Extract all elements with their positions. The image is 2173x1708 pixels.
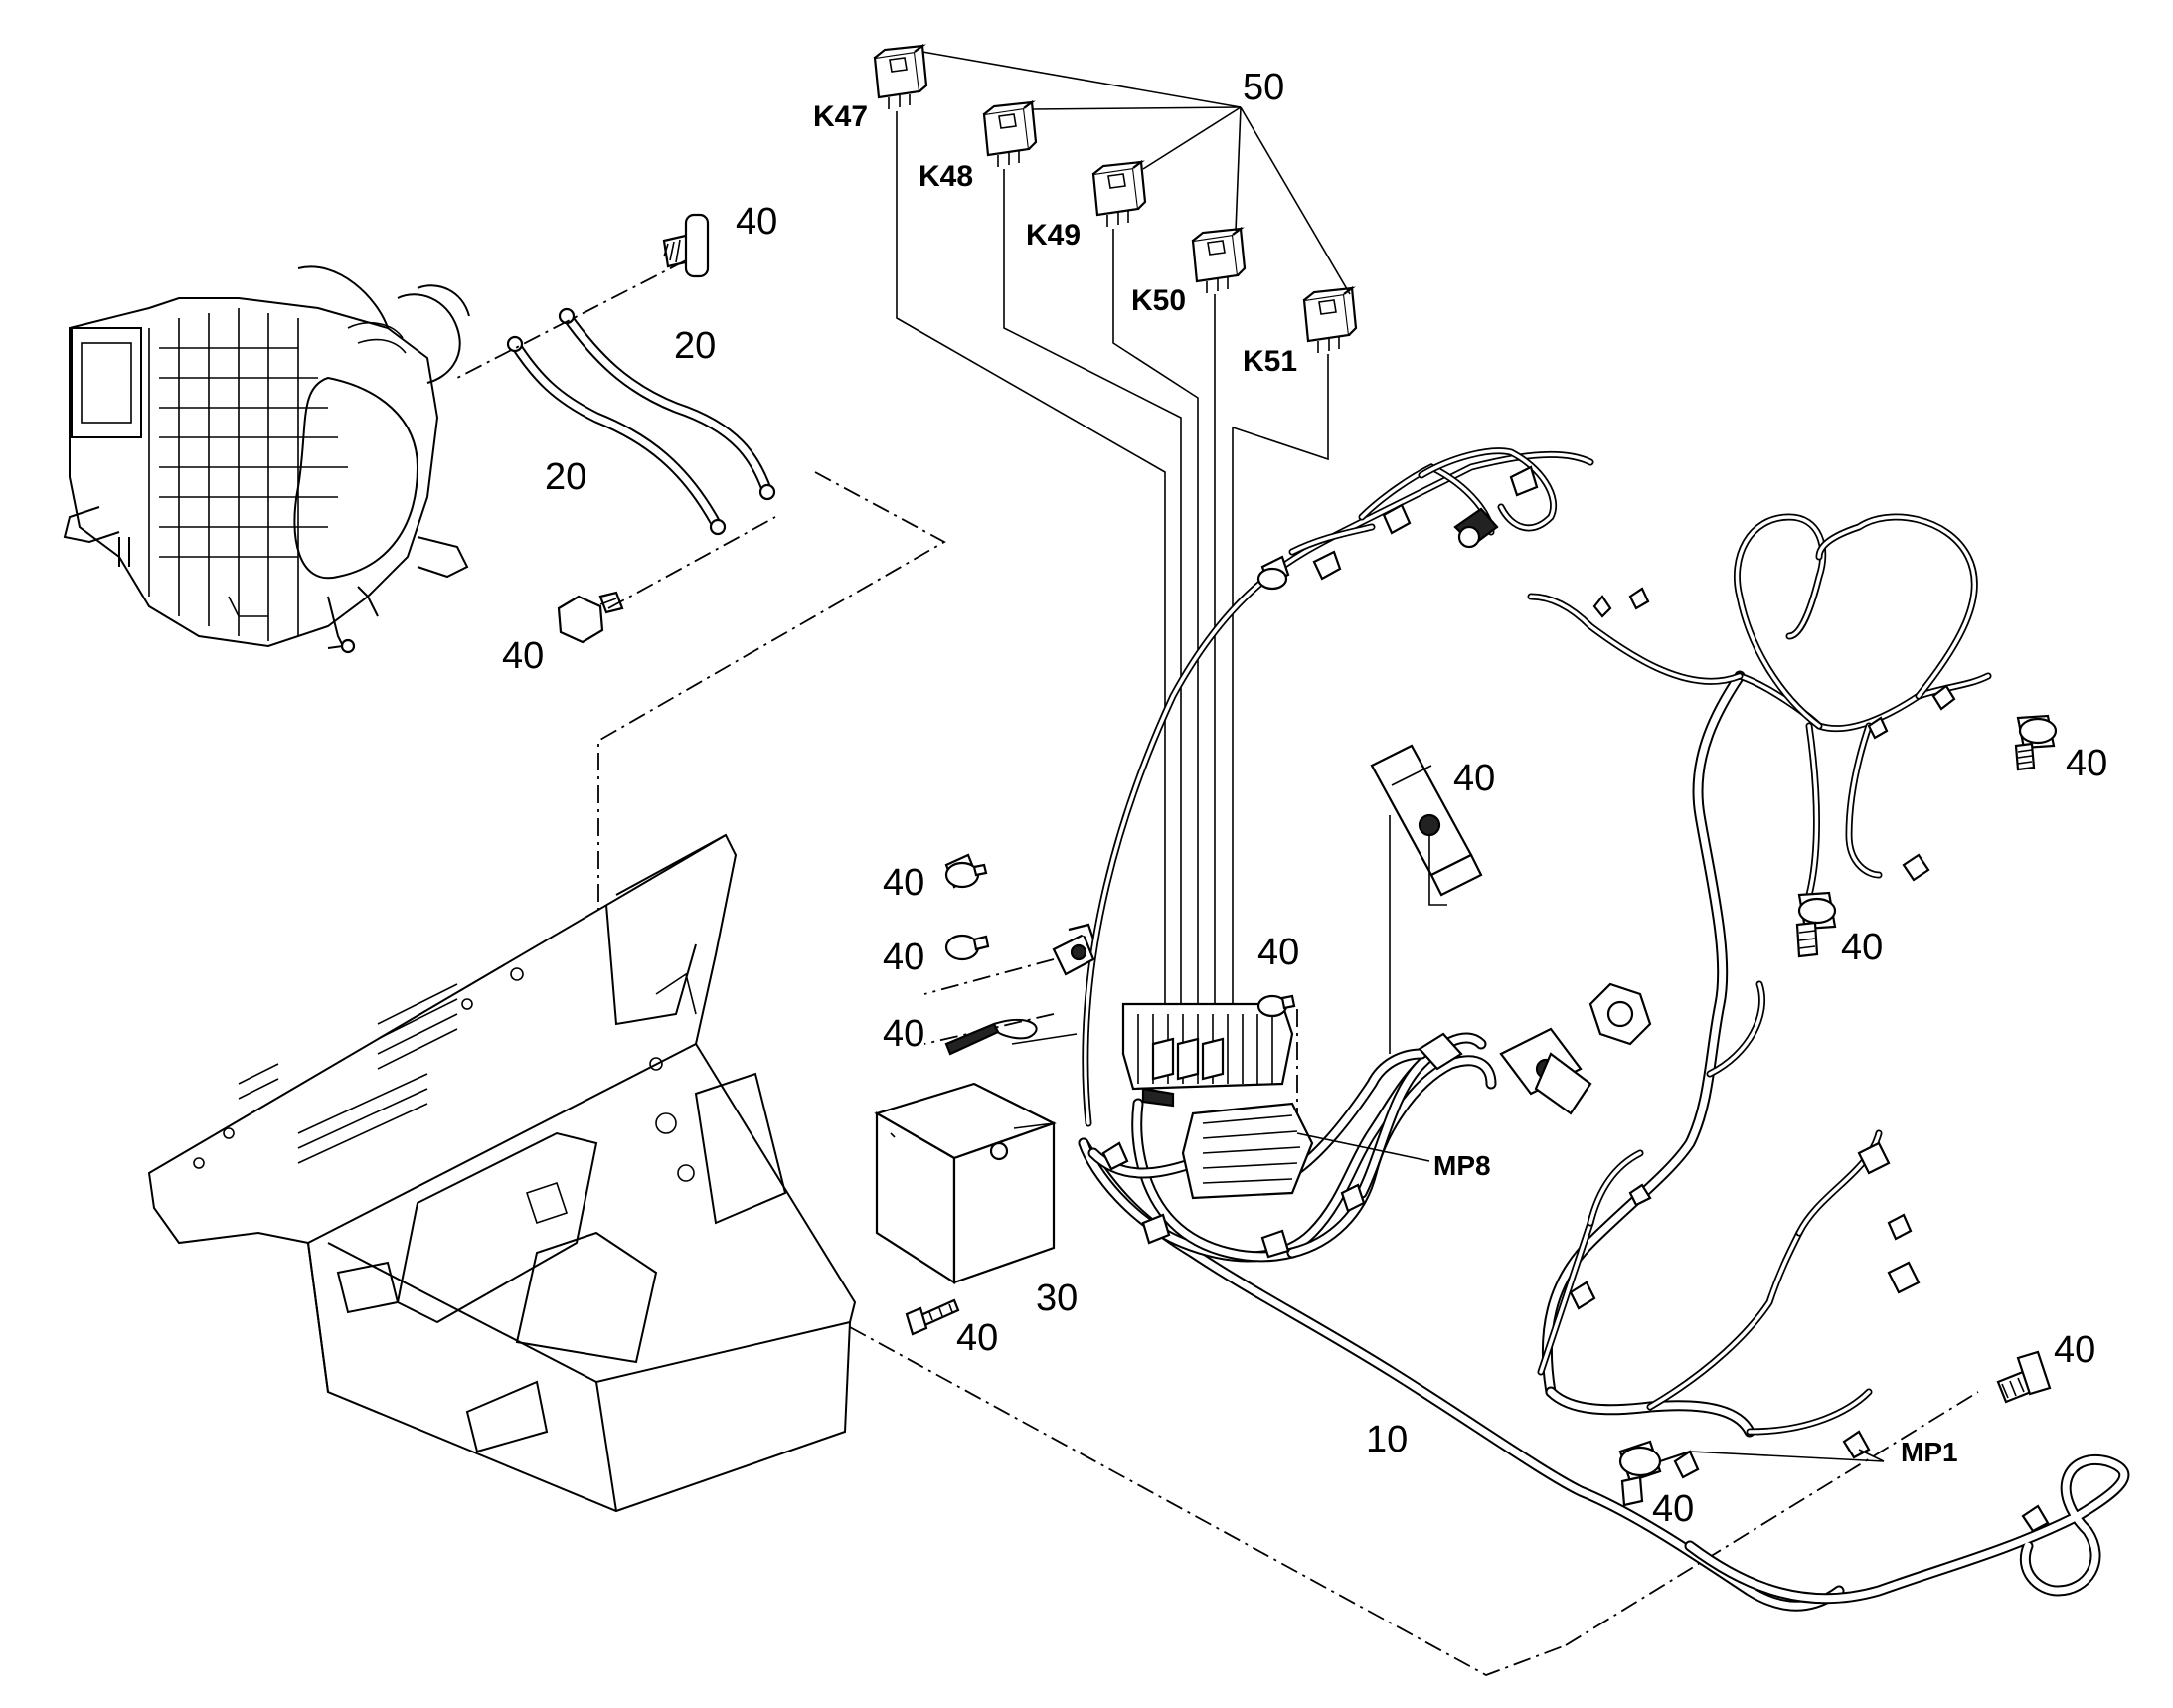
- cable-tie: [944, 1018, 1038, 1056]
- relay-k48: [982, 99, 1038, 167]
- callout-40-screw-b: 40: [883, 937, 924, 978]
- callout-40-screw-box: 40: [956, 1317, 998, 1359]
- callout-10: 10: [1366, 1419, 1408, 1460]
- relay-k50: [1191, 226, 1247, 293]
- relay-label-k50: K50: [1131, 284, 1186, 317]
- callout-40-screw-c: 40: [1257, 932, 1299, 973]
- relay-label-k51: K51: [1243, 345, 1297, 378]
- callout-40-hex-bolt: 40: [502, 635, 544, 677]
- clamp-right-upper: [2014, 714, 2058, 771]
- callout-40-clamp-right: 40: [2066, 743, 2107, 784]
- callout-20-b: 20: [545, 456, 586, 498]
- callout-40-screw-a: 40: [883, 862, 924, 904]
- relay-k47: [873, 43, 928, 109]
- callout-30: 30: [1036, 1278, 1078, 1319]
- harness-clip-upper: [1052, 923, 1095, 976]
- callout-40-cable-tie: 40: [883, 1013, 924, 1055]
- clamp-right-mid: [1795, 891, 1837, 958]
- hex-bolt: [557, 591, 624, 644]
- ground-strap-pair: [506, 307, 776, 536]
- fuse-relay-block: [1121, 1002, 1314, 1200]
- engine-illustration: [63, 265, 470, 654]
- clamp-sensor: [1618, 1440, 1691, 1507]
- screw-a: [944, 853, 988, 889]
- control-box: [874, 1082, 1057, 1285]
- measurement-point-mp1: MP1: [1901, 1437, 1958, 1467]
- flange-bolt-top: [662, 213, 710, 278]
- callout-40-rubber-clip: 40: [1453, 758, 1495, 799]
- callout-40-sensor: 40: [1652, 1488, 1694, 1530]
- callout-40-bolt-top: 40: [736, 201, 777, 243]
- flange-bolt-right: [1996, 1350, 2052, 1404]
- callout-40-bolt-right: 40: [2054, 1329, 2095, 1371]
- callout-40-clamp-mid: 40: [1841, 927, 1883, 968]
- callout-20-a: 20: [674, 325, 716, 367]
- rubber-clip: [1370, 744, 1483, 897]
- relay-k49: [1091, 159, 1147, 227]
- screw-b: [944, 934, 990, 961]
- relay-label-k47: K47: [813, 100, 868, 133]
- relay-k51: [1302, 285, 1358, 353]
- relay-label-k49: K49: [1026, 219, 1081, 252]
- measurement-point-mp8: MP8: [1433, 1150, 1491, 1181]
- console-frame: [147, 833, 857, 1513]
- screw-c: [1256, 994, 1296, 1018]
- main-wiring-harness: [1078, 447, 2130, 1612]
- relay-label-k48: K48: [919, 160, 973, 193]
- screw-box: [905, 1298, 960, 1336]
- harness-connectors: [1101, 465, 2050, 1533]
- callout-50: 50: [1243, 67, 1284, 108]
